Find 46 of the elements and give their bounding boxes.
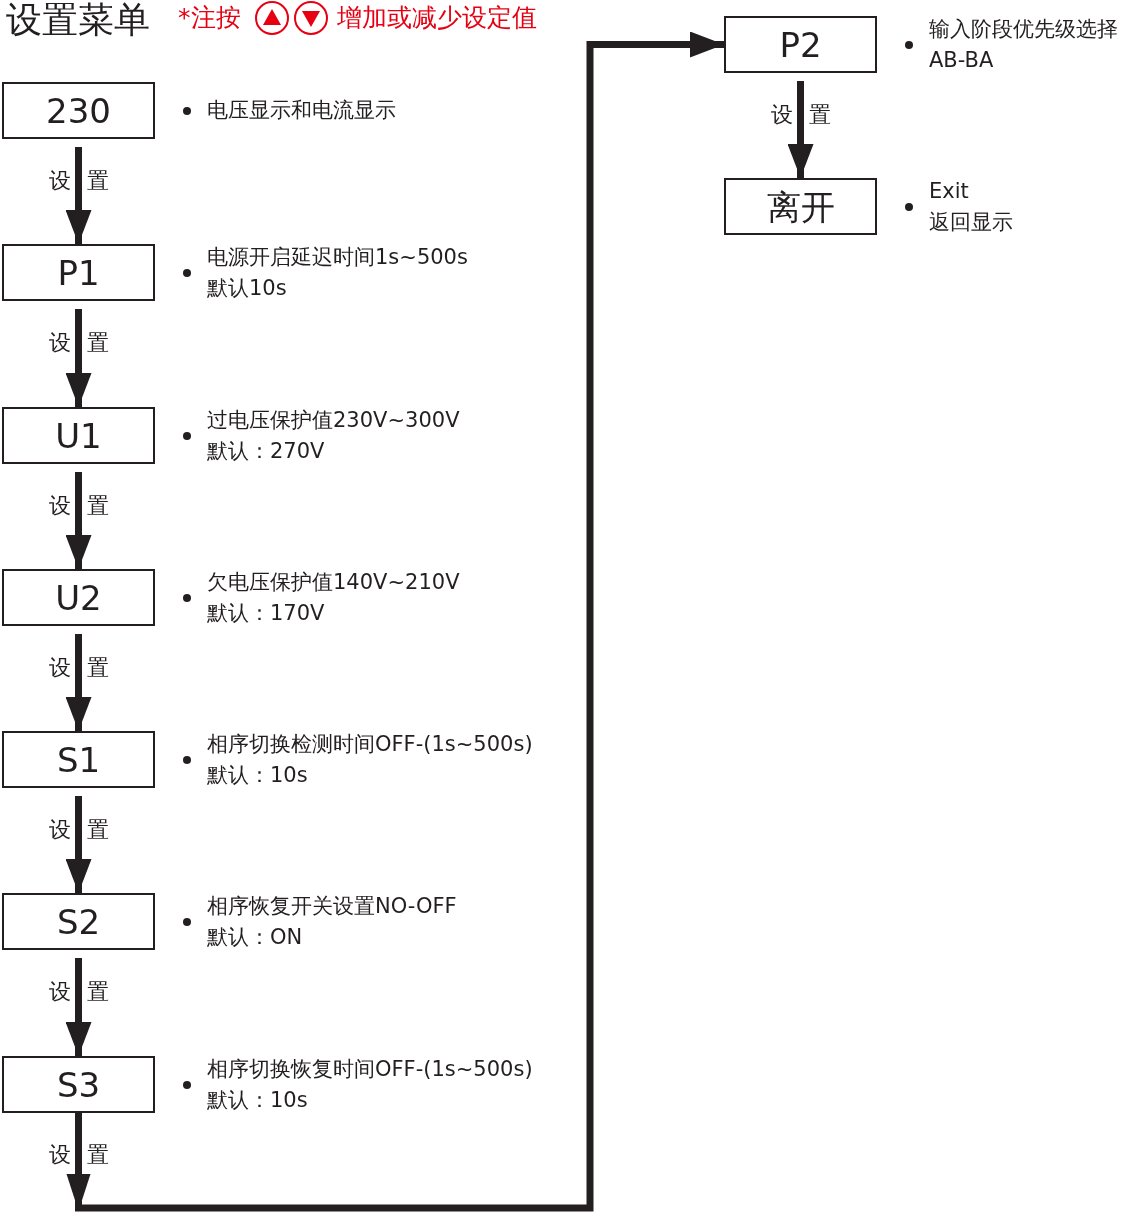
edge-label: 设置: [770, 104, 847, 126]
menu-code: S2: [56, 904, 101, 939]
note-text: 增加或减少设定值: [337, 5, 537, 30]
edge-label: 设置: [48, 819, 125, 841]
description-text: 输入阶段优先级选择: [929, 15, 1118, 43]
description-text: Exit: [929, 177, 970, 205]
menu-code: P1: [57, 255, 100, 290]
menu-code: 230: [46, 93, 111, 128]
description-text: 默认：170V: [207, 599, 326, 627]
menu-box: [2, 731, 155, 788]
edge-label: 设置: [48, 981, 125, 1003]
description-text: 默认10s: [207, 274, 288, 302]
edge-label: 设置: [48, 657, 125, 679]
menu-code: U1: [55, 418, 102, 453]
edge-label: 设置: [48, 495, 125, 517]
menu-box: [724, 16, 877, 73]
menu-code: S1: [56, 742, 101, 777]
menu-box: [2, 893, 155, 950]
description-text: 过电压保护值230V~300V: [207, 406, 460, 434]
description-text: 返回显示: [929, 208, 1013, 236]
menu-code: P2: [779, 27, 822, 62]
description-text: 电压显示和电流显示: [207, 97, 396, 124]
description-text: 相序切换检测时间OFF-(1s~500s): [207, 730, 533, 758]
edge-label: 设置: [48, 332, 125, 354]
description-text: 默认：10s: [207, 1086, 309, 1114]
note-text: *注按: [178, 5, 241, 30]
menu-box: [2, 1056, 155, 1113]
edge-label: 设置: [48, 170, 125, 192]
description-text: 电源开启延迟时间1s~500s: [207, 243, 468, 271]
title: 设置菜单: [6, 2, 150, 38]
description-text: 默认：ON: [207, 923, 304, 951]
description-text: 默认：270V: [207, 437, 326, 465]
description-text: AB-BA: [929, 46, 995, 74]
menu-box: [724, 178, 877, 235]
description-text: 相序切换恢复时间OFF-(1s~500s): [207, 1055, 533, 1083]
menu-box: [2, 82, 155, 139]
description-text: 欠电压保护值140V~210V: [207, 568, 460, 596]
menu-box: [2, 244, 155, 301]
menu-code: S3: [56, 1067, 101, 1102]
menu-box: [2, 569, 155, 626]
menu-code: U2: [55, 580, 102, 615]
menu-code: 离开: [766, 189, 835, 224]
edge-label: 设置: [48, 1144, 125, 1166]
menu-box: [2, 407, 155, 464]
description-text: 相序恢复开关设置NO-OFF: [207, 892, 457, 920]
description-text: 默认：10s: [207, 761, 309, 789]
